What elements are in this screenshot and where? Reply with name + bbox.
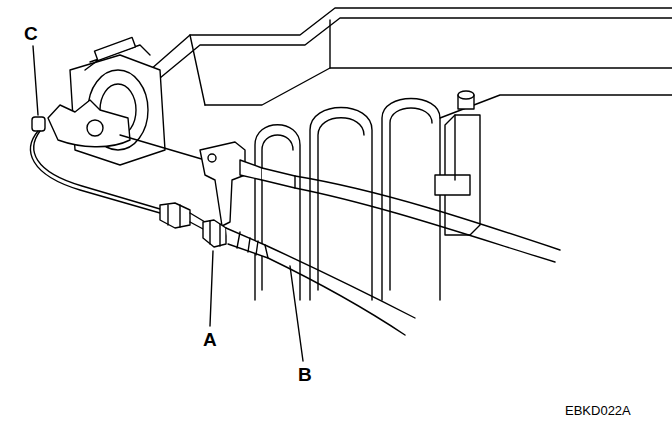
callout-letter: B — [298, 365, 312, 384]
callout-letter: A — [203, 330, 217, 349]
callout-letter: C — [24, 24, 38, 43]
figure-code: EBKD022A — [565, 404, 631, 417]
